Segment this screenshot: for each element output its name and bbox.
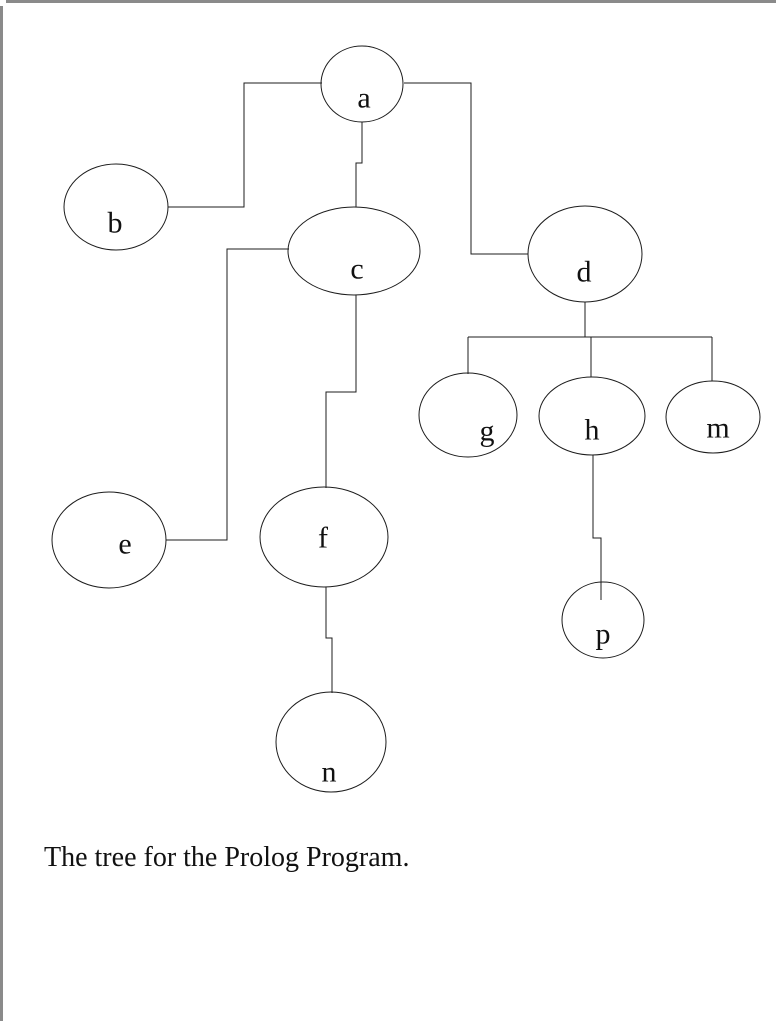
edge-a-c: [355, 122, 363, 207]
edge-c-f: [325, 295, 357, 488]
tree-node-e: [51, 491, 167, 589]
tree-node-f: [259, 486, 389, 588]
tree-node-n: [275, 691, 387, 793]
node-label-g: g: [480, 415, 495, 448]
node-ellipse-g: [418, 372, 518, 458]
node-label-n: n: [322, 756, 337, 789]
scan-border-top: [6, 0, 776, 3]
node-ellipse-n: [275, 691, 387, 793]
tree-node-m: [665, 380, 761, 454]
node-ellipse-m: [665, 380, 761, 454]
node-ellipse-p: [561, 581, 645, 659]
node-label-h: h: [585, 414, 600, 447]
tree-node-c: [287, 206, 421, 296]
figure-caption: The tree for the Prolog Program.: [44, 842, 410, 873]
node-label-d: d: [577, 256, 592, 289]
node-ellipse-c: [287, 206, 421, 296]
node-label-b: b: [108, 207, 123, 240]
node-label-e: e: [118, 528, 131, 561]
node-ellipse-h: [538, 376, 646, 456]
node-label-c: c: [350, 253, 363, 286]
node-label-p: p: [596, 618, 611, 651]
tree-node-p: [561, 581, 645, 659]
edge-a-b: [168, 82, 322, 208]
tree-node-g: [418, 372, 518, 458]
node-label-a: a: [357, 82, 370, 115]
edge-a-d: [404, 82, 528, 255]
node-label-f: f: [318, 522, 328, 555]
edge-f-n: [325, 587, 333, 693]
node-label-m: m: [706, 412, 729, 445]
edge-h-p: [592, 455, 602, 600]
scan-border-left: [0, 6, 3, 1021]
node-ellipse-e: [51, 491, 167, 589]
edge-c-e: [166, 248, 289, 541]
node-ellipse-f: [259, 486, 389, 588]
tree-node-h: [538, 376, 646, 456]
